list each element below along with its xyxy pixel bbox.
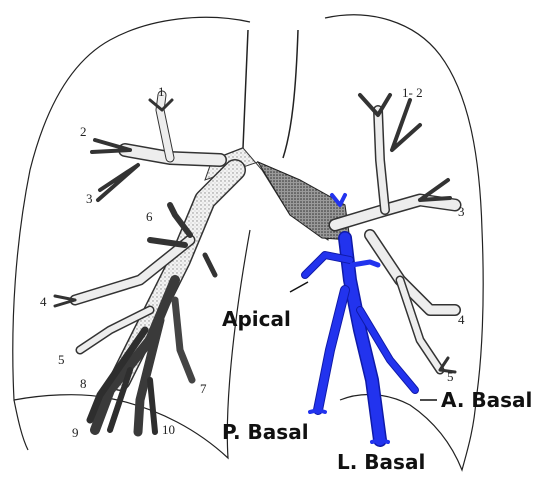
right-lung-outline bbox=[13, 17, 250, 458]
segment-label-l5: 5 bbox=[447, 369, 454, 384]
segment-label-r1: 1 bbox=[158, 84, 165, 99]
segment-label-r3: 3 bbox=[86, 191, 93, 206]
segment-label-l12: 1- 2 bbox=[402, 85, 423, 100]
segment-label-r2: 2 bbox=[80, 124, 87, 139]
segment-label-r8: 8 bbox=[80, 376, 87, 391]
segment-label-l4: 4 bbox=[458, 312, 465, 327]
segment-label-r9: 9 bbox=[72, 425, 79, 440]
trachea bbox=[205, 30, 350, 240]
left-segment-numbers: 1- 2 3 4 5 bbox=[402, 85, 465, 384]
segment-label-r10: 10 bbox=[162, 422, 175, 437]
label-posterior-basal: P. Basal bbox=[222, 420, 309, 444]
label-lateral-basal: L. Basal bbox=[337, 450, 425, 474]
label-anterior-basal: A. Basal bbox=[441, 388, 532, 412]
segment-label-l3: 3 bbox=[458, 204, 465, 219]
segment-label-r5: 5 bbox=[58, 352, 65, 367]
label-apical: Apical bbox=[222, 307, 291, 331]
segment-label-r6: 6 bbox=[146, 209, 153, 224]
segment-label-r4: 4 bbox=[40, 294, 47, 309]
segment-label-r7: 7 bbox=[200, 381, 207, 396]
